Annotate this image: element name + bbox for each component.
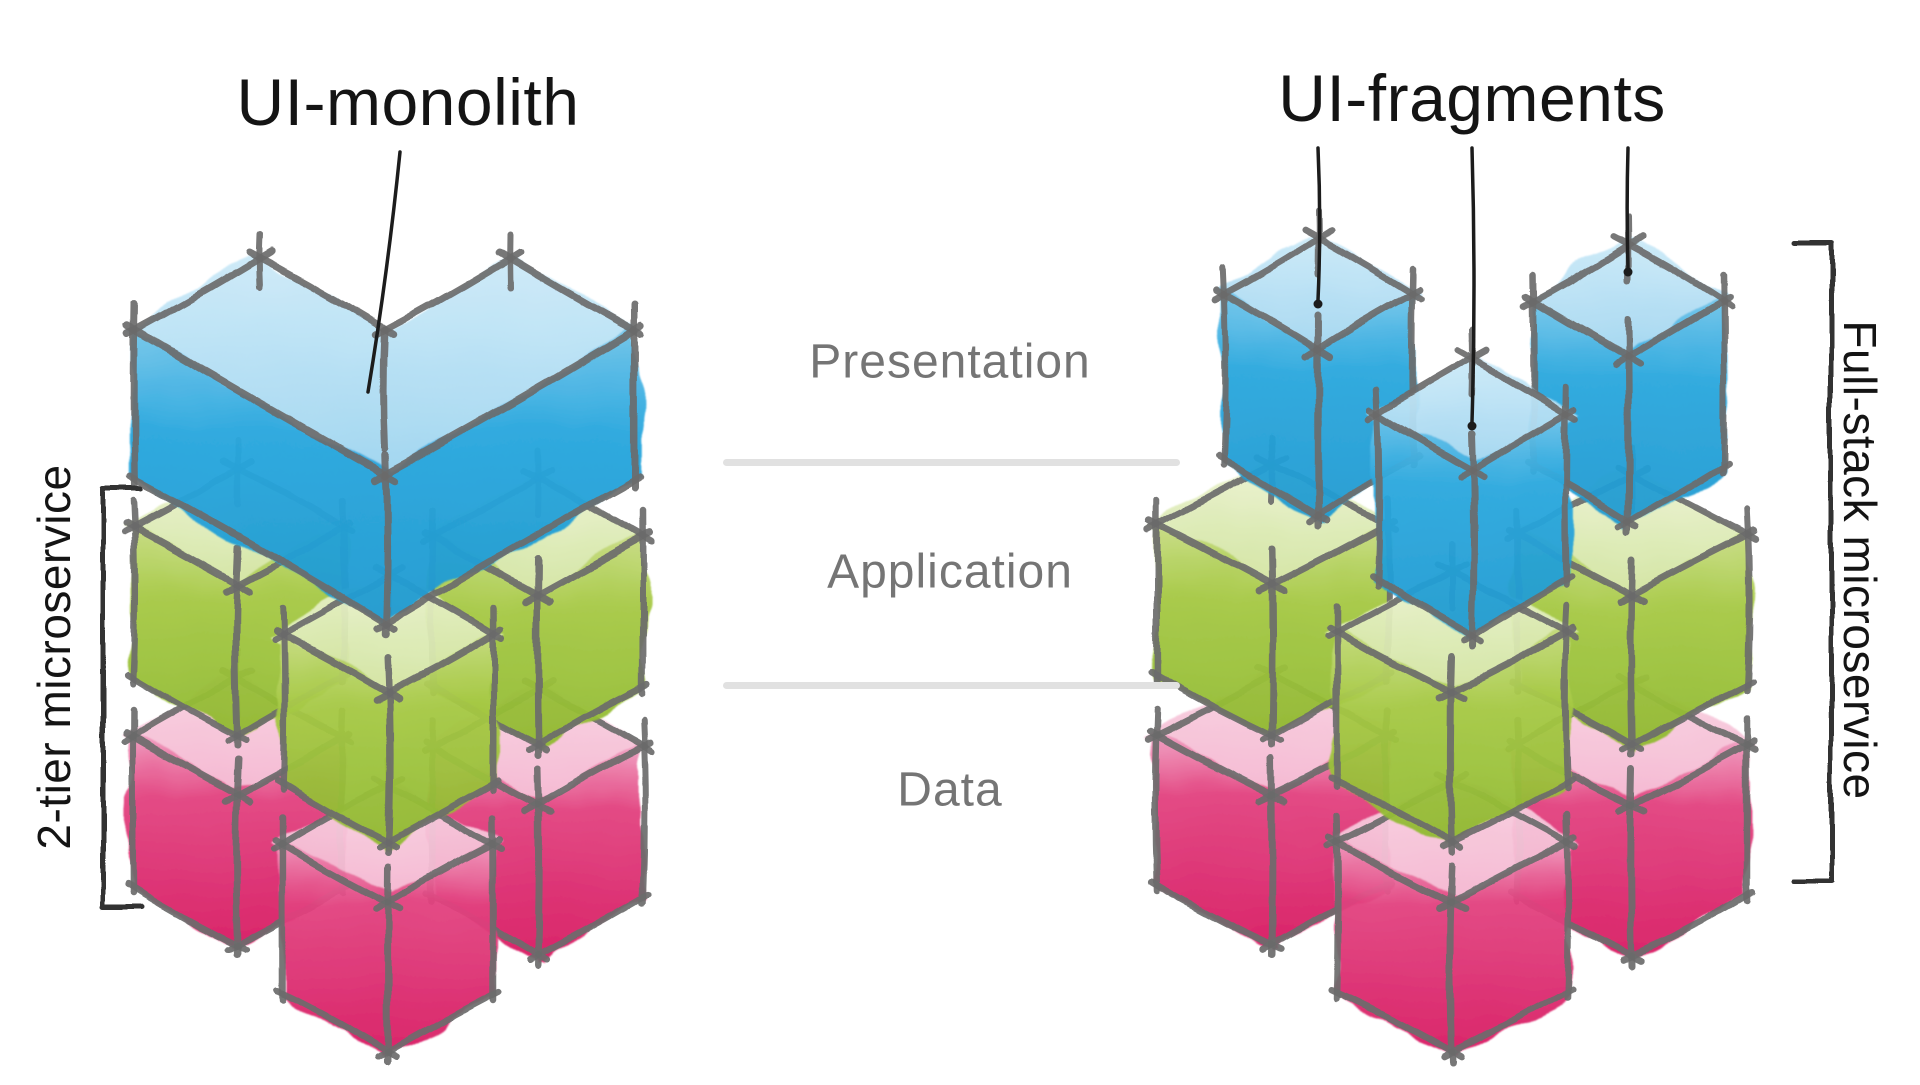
layer-label-presentation: Presentation [809,335,1091,389]
divider-presentation-application [723,459,1180,466]
leader-dot [1467,421,1477,431]
layer-label-application: Application [827,545,1073,599]
left-presentation-monolith-block [124,231,646,638]
left-bracket-label: 2-tier microservice [28,464,80,850]
right-data-block-front [1324,751,1580,1066]
leader-dot [1623,267,1633,277]
divider-application-data [723,682,1180,689]
left-bracket [100,486,144,910]
right-figure-title: UI-fragments [1278,61,1666,135]
leader-dot [1313,299,1323,309]
left-figure-title: UI-monolith [236,65,580,139]
right-presentation-fragment-right [1521,214,1735,536]
right-bracket-label: Full-stack microservice [1834,320,1886,800]
right-bracket [1790,240,1834,884]
layer-label-data: Data [897,763,1003,817]
